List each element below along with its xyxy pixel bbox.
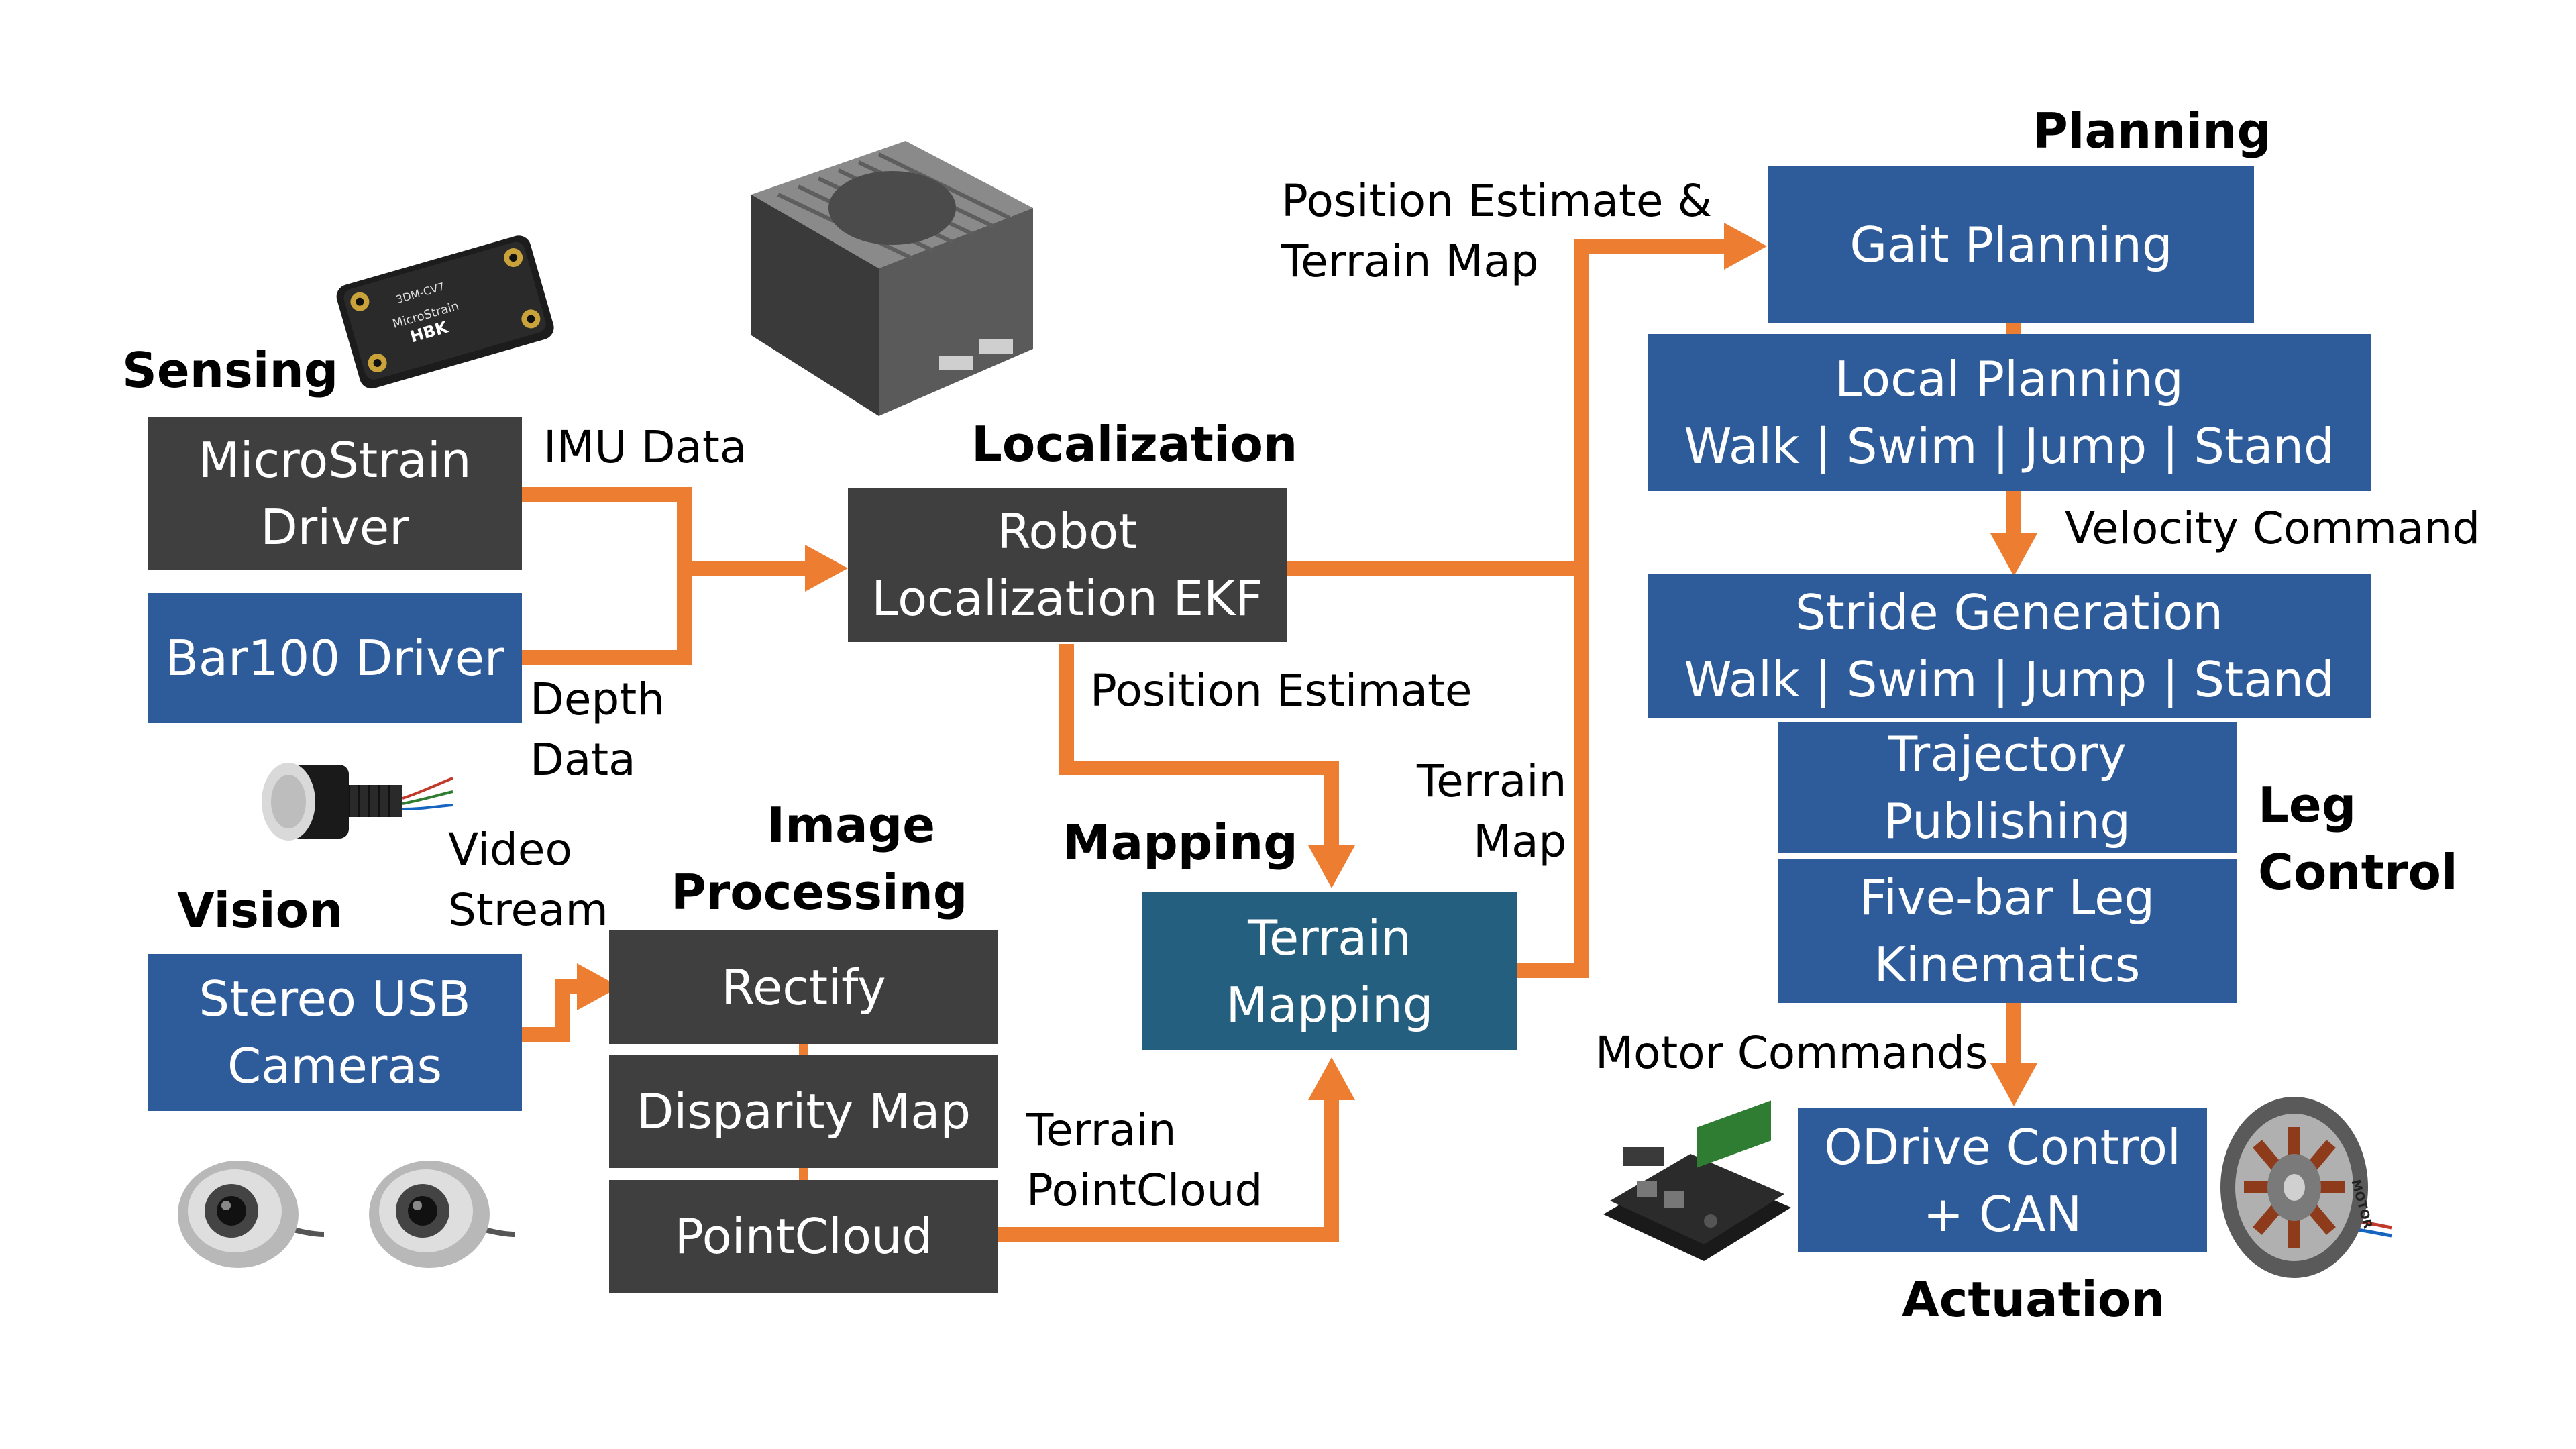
bar100-driver-line1: Bar100 Driver <box>165 630 504 686</box>
section-vision: Vision <box>177 882 343 938</box>
disparity-map-node: Disparity Map <box>609 1055 998 1168</box>
stereo-usb-node: Stereo USB Cameras <box>148 954 522 1111</box>
label-video-stream-line1: Video <box>448 824 572 875</box>
robot-localization-line1: Robot <box>997 503 1138 559</box>
section-actuation: Actuation <box>1902 1271 2165 1328</box>
camera-left-icon <box>178 1161 325 1268</box>
robot-localization-node: Robot Localization EKF <box>848 488 1287 642</box>
label-depth-data-line1: Depth <box>530 674 665 725</box>
position-estimate-arrow <box>1059 644 1355 888</box>
microstrain-driver-line1: MicroStrain <box>198 432 472 488</box>
gait-planning-line1: Gait Planning <box>1849 217 2173 273</box>
pointcloud-node: PointCloud <box>609 1180 998 1293</box>
trajectory-publishing-line2: Publishing <box>1884 793 2131 849</box>
five-bar-leg-node: Five-bar Leg Kinematics <box>1778 859 2237 1003</box>
label-depth-data: Depth Data <box>530 669 665 790</box>
label-video-stream: Video Stream <box>448 820 608 941</box>
terrain-mapping-line2: Mapping <box>1226 976 1434 1033</box>
terrain-mapping-line1: Terrain <box>1248 909 1411 966</box>
motor-icon: MOTOR <box>2220 1097 2392 1278</box>
odrive-control-line2: + CAN <box>1923 1185 2082 1242</box>
local-planning-line1: Local Planning <box>1835 351 2184 407</box>
label-imu-data: IMU Data <box>543 421 747 473</box>
depth-data-line <box>522 568 692 665</box>
trajectory-publishing-line1: Trajectory <box>1888 726 2127 782</box>
section-image-processing: Image Processing <box>671 792 967 926</box>
section-leg-control-line1: Leg <box>2258 777 2357 833</box>
rectify-line1: Rectify <box>721 959 886 1016</box>
label-terrain-pointcloud: Terrain PointCloud <box>1026 1100 1263 1221</box>
label-terrain-pointcloud-line1: Terrain <box>1026 1104 1177 1156</box>
odrive-control-node: ODrive Control + CAN <box>1798 1108 2207 1252</box>
section-leg-control-line2: Control <box>2258 844 2458 900</box>
odrive-board-icon <box>1603 1100 1791 1261</box>
pointcloud-line1: PointCloud <box>674 1208 933 1265</box>
bar100-driver-node: Bar100 Driver <box>148 593 522 723</box>
pressure-sensor-icon <box>262 763 453 841</box>
label-pe-tm-line1: Position Estimate & <box>1281 175 1712 227</box>
section-sensing: Sensing <box>122 342 339 398</box>
imu-board-icon: 3DM-CV7 MicroStrain HBK <box>336 235 554 389</box>
section-localization: Localization <box>971 416 1298 472</box>
robot-localization-line2: Localization EKF <box>871 570 1263 627</box>
localization-to-planning-arrow <box>1287 223 1767 576</box>
video-stream-arrow <box>522 963 620 1042</box>
five-bar-leg-line1: Five-bar Leg <box>1859 869 2155 926</box>
section-planning: Planning <box>2033 103 2272 159</box>
label-terrain-map-line2: Map <box>1473 816 1567 867</box>
disparity-map-line1: Disparity Map <box>636 1083 971 1140</box>
terrain-pointcloud-arrow <box>995 1057 1355 1242</box>
five-bar-leg-line2: Kinematics <box>1874 936 2141 993</box>
label-position-estimate: Position Estimate <box>1090 665 1472 716</box>
label-position-estimate-terrain-map: Position Estimate & Terrain Map <box>1281 171 1712 292</box>
stereo-usb-line2: Cameras <box>227 1038 443 1094</box>
stereo-usb-line1: Stereo USB <box>199 971 471 1027</box>
section-leg-control: Leg Control <box>2258 771 2458 906</box>
section-image-processing-line2: Processing <box>671 864 968 920</box>
stride-generation-line2: Walk | Swim | Jump | Stand <box>1684 651 2334 708</box>
section-image-processing-line1: Image <box>767 797 936 853</box>
microstrain-driver-line2: Driver <box>260 499 409 555</box>
label-terrain-map: Terrain Map <box>1417 751 1566 872</box>
rectify-node: Rectify <box>609 930 998 1044</box>
stride-generation-node: Stride Generation Walk | Swim | Jump | S… <box>1648 574 2371 718</box>
local-planning-line2: Walk | Swim | Jump | Stand <box>1684 418 2334 474</box>
label-motor-commands: Motor Commands <box>1595 1027 1988 1079</box>
gait-planning-node: Gait Planning <box>1768 166 2254 323</box>
section-mapping: Mapping <box>1063 814 1298 871</box>
imu-data-arrow <box>522 487 848 592</box>
stride-generation-line1: Stride Generation <box>1794 584 2224 641</box>
label-video-stream-line2: Stream <box>448 884 608 936</box>
terrain-map-line <box>1517 564 1589 978</box>
trajectory-publishing-node: Trajectory Publishing <box>1778 722 2237 853</box>
compute-box-icon <box>751 141 1033 416</box>
label-pe-tm-line2: Terrain Map <box>1281 235 1539 287</box>
label-velocity-command: Velocity Command <box>2065 502 2481 554</box>
camera-right-icon <box>369 1161 516 1268</box>
label-terrain-map-line1: Terrain <box>1417 755 1567 807</box>
odrive-control-line1: ODrive Control <box>1824 1118 2181 1175</box>
microstrain-driver-node: MicroStrain Driver <box>148 417 522 570</box>
terrain-mapping-node: Terrain Mapping <box>1142 892 1517 1050</box>
label-depth-data-line2: Data <box>530 734 636 786</box>
label-terrain-pointcloud-line2: PointCloud <box>1026 1165 1263 1216</box>
local-planning-node: Local Planning Walk | Swim | Jump | Stan… <box>1648 334 2371 491</box>
